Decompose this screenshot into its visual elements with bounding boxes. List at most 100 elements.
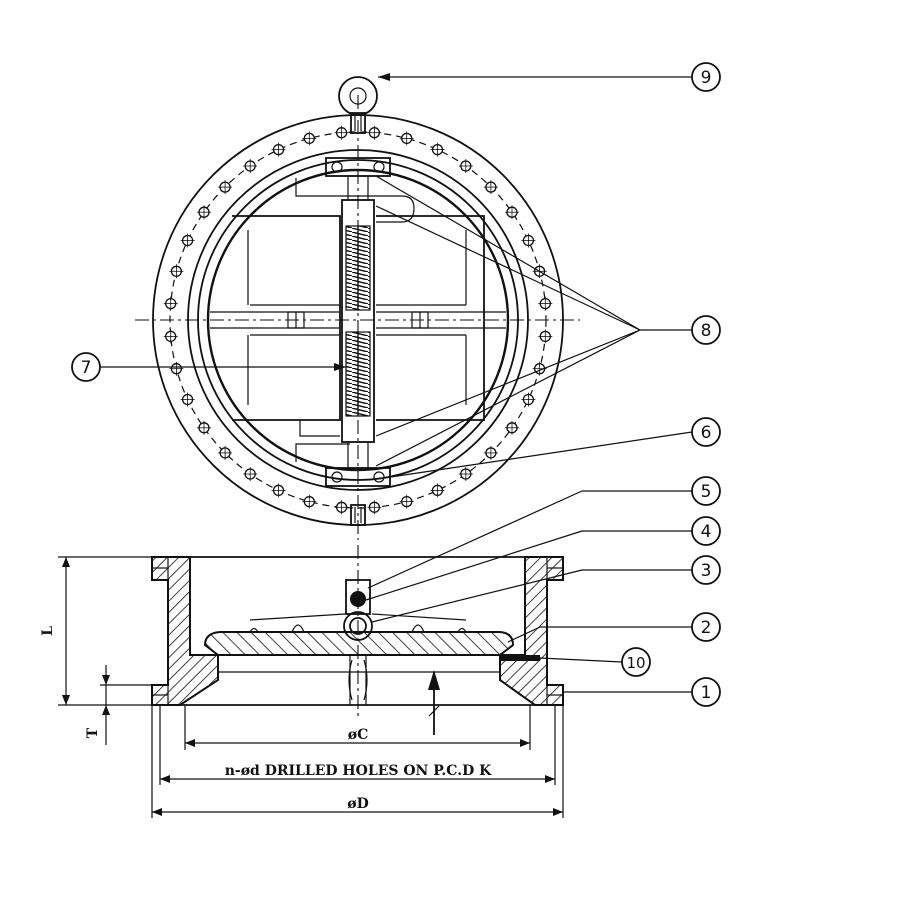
bolt-hole [302,131,317,146]
lifting-eye-stem [350,112,366,134]
callout-1: 1 [691,677,721,707]
bolt-hole [197,420,211,435]
leader-8b [375,205,641,331]
bore-edge [206,168,510,472]
dim-c-arrow-left [185,739,195,747]
flange-inner-edge [187,149,529,491]
dim-l-label: L [40,626,56,636]
leader-7-arrow [334,363,346,371]
seal-ring [500,655,540,661]
leader-8a [375,175,641,331]
callout-5-label: 5 [701,482,712,502]
bottom-stop-bracket-inner [299,420,340,437]
callout-8: 8 [691,315,721,345]
dimensions: L T øC n-ød DRILLED HOLES ON P.C.D K øD [40,556,564,818]
bottom-retainer-bolt-right [373,471,385,483]
dim-l-arrow-bottom [62,695,70,705]
callout-1-circle [691,677,721,707]
bottom-stop-bracket [295,443,350,462]
disc-arm-right [371,613,467,621]
callout-7-label: 7 [81,358,92,378]
dim-d-label: øD [347,796,368,812]
bolt-holes [163,125,553,515]
leader-3 [371,569,583,623]
spring-lower-left [345,331,359,417]
dim-l-arrow-top [62,557,70,567]
disc-arm-left [249,613,346,621]
callout-3: 3 [691,555,721,585]
bolt-hole [218,180,233,195]
bolt-hole [180,392,195,407]
bolt-hole [399,494,414,509]
callout-4-circle [691,516,721,546]
spring-lower-right [357,331,371,417]
bolt-hole [538,329,553,344]
body-ring [197,159,519,481]
bolt-hole [169,361,184,376]
callout-7-circle [71,352,101,382]
spring-upper-right [357,225,371,311]
callout-10-label: 10 [626,654,645,672]
bolt-hole [483,180,498,195]
bolt-hole [197,205,211,220]
bottom-pin-boss [347,441,369,469]
top-retainer-bolt-right [373,161,385,173]
bolt-hole [521,233,536,248]
bolt-hole [521,392,536,407]
callout-4: 4 [691,516,721,546]
dim-k-arrow-left [160,775,170,783]
bolt-hole [218,445,233,460]
callout-3-circle [691,555,721,585]
dim-t-label: T [85,727,101,738]
bolt-hole [243,159,258,173]
dim-c-label: øC [348,727,368,743]
top-stop-bracket [295,178,415,223]
bolt-hole [483,445,498,460]
bolt-hole [458,467,473,481]
bolt-hole [367,500,382,515]
center-post-curve [348,659,368,701]
leader-10 [539,657,623,663]
callout-2-label: 2 [701,618,712,638]
bolt-hole [271,142,286,157]
flow-arrow-head [428,670,440,690]
center-post [349,655,367,705]
leader-5 [367,490,583,589]
bolt-hole [505,420,519,435]
leader-6 [383,431,693,479]
leader-9-arrow [378,73,390,81]
bolt-hole [367,125,382,140]
right-disc [376,215,506,421]
flow-arrow-tick [428,705,440,717]
leader-2 [507,626,541,643]
bolt-hole [334,125,349,140]
dim-c-arrow-right [520,739,530,747]
callout-5-circle [691,476,721,506]
bottom-plug [350,504,366,526]
bolt-hole [180,233,195,248]
bolt-hole [163,296,178,311]
right-disc-outline [376,215,485,421]
callout-3-label: 3 [701,561,712,581]
callout-8-label: 8 [701,321,712,341]
callout-1-label: 1 [701,683,712,703]
top-pin-boss [347,175,369,201]
callout-bubbles: 9 8 7 6 5 4 3 2 [71,62,721,707]
bolt-hole [163,329,178,344]
callout-5: 5 [691,476,721,506]
disc-rib-2 [291,624,305,633]
leader-8d [375,329,641,467]
callout-6: 6 [691,417,721,447]
dim-holes-label: n-ød DRILLED HOLES ON P.C.D K [225,763,492,779]
bottom-retainer-bolt-left [331,471,343,483]
bolt-hole [399,131,414,146]
callout-4-label: 4 [701,522,712,542]
bolt-hole [302,494,317,509]
left-disc [210,215,341,421]
callout-8-circle [691,315,721,345]
body-left-wall [151,556,219,706]
disc-rib-3 [411,624,425,633]
dim-t-arrow-bottom [102,705,110,715]
bolt-hole [334,500,349,515]
